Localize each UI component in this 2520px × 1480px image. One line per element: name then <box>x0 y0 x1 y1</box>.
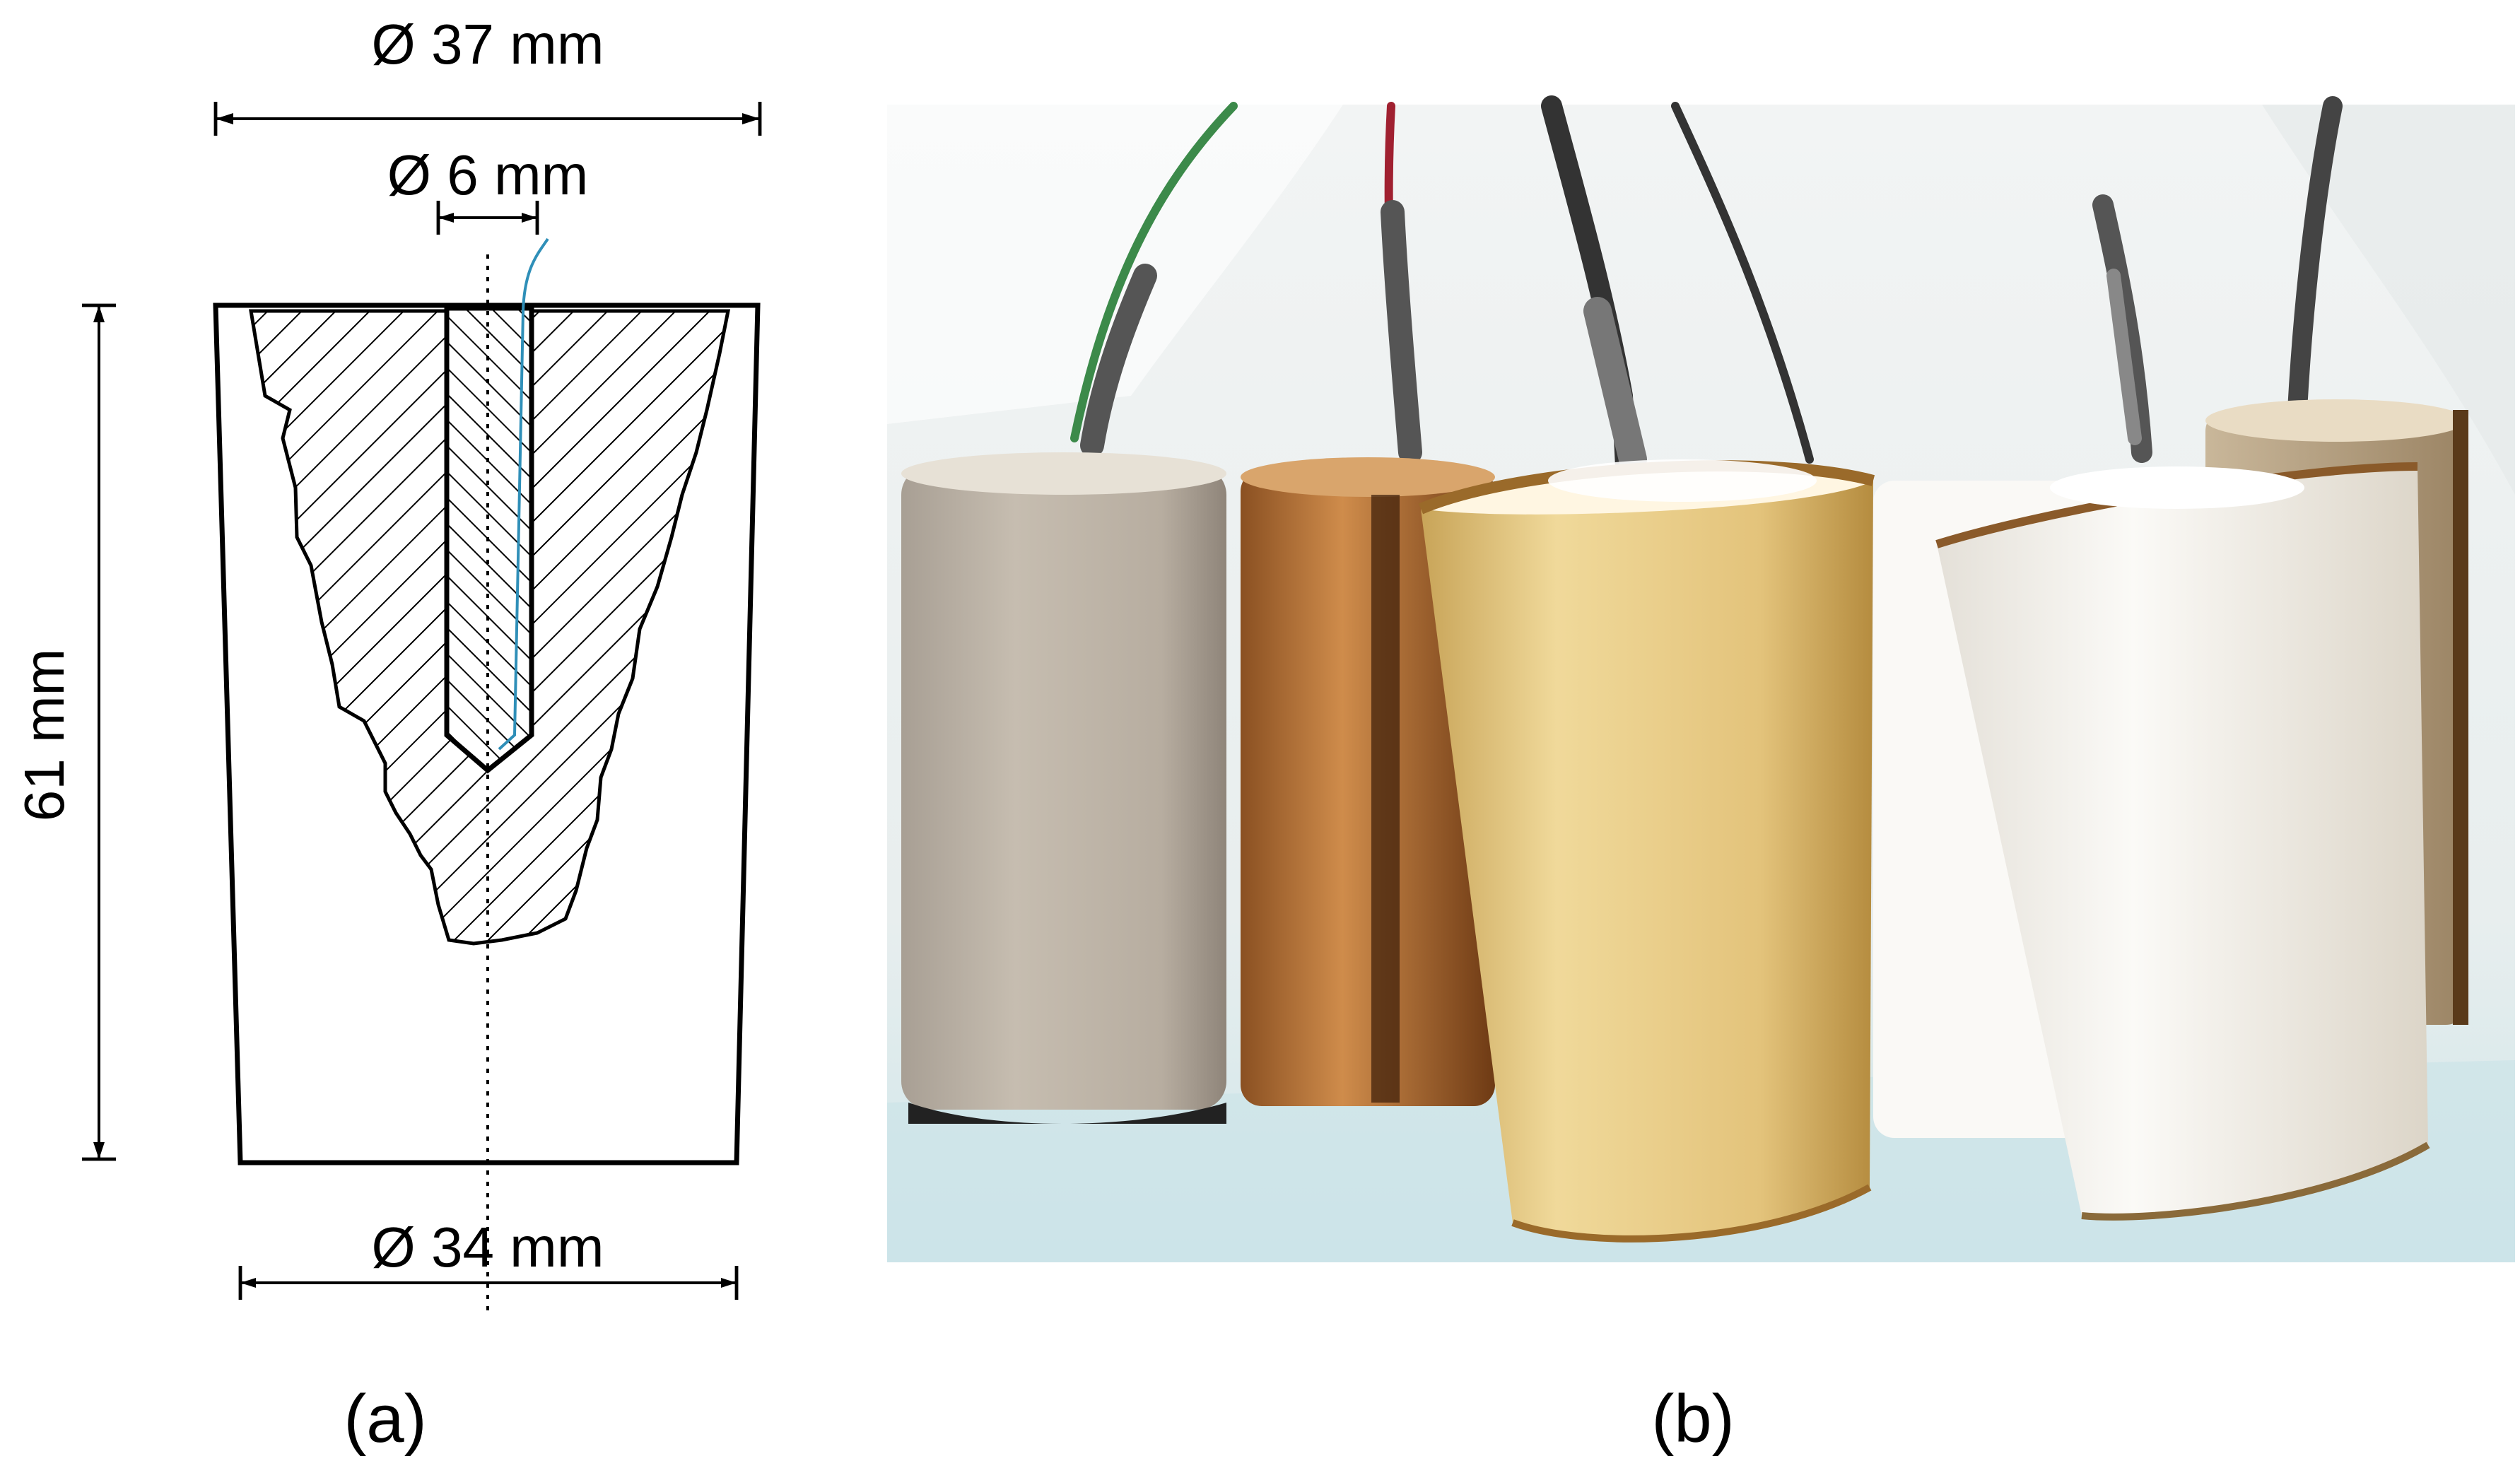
inner-diameter-dimension: Ø 6 mm <box>387 143 588 235</box>
specimen-grey <box>901 452 1226 1124</box>
panel-b-caption: (b) <box>1651 1381 1734 1457</box>
cables <box>1070 95 2343 477</box>
top-diameter-label: Ø 37 mm <box>372 13 604 76</box>
specimen-brown <box>1241 457 1495 1106</box>
wire-black-2 <box>1671 102 1814 464</box>
sensor-wire <box>498 237 549 751</box>
bottom-diameter-dimension: Ø 34 mm <box>238 1216 739 1300</box>
height-label: 61 mm <box>13 649 76 822</box>
specimen-yellow <box>1418 459 1875 1243</box>
bottom-diameter-label: Ø 34 mm <box>372 1216 604 1279</box>
top-diameter-dimension: Ø 37 mm <box>213 13 762 136</box>
height-dimension: 61 mm <box>13 303 116 1161</box>
specimen-white <box>1935 462 2430 1221</box>
panel-b-photo: (b) <box>887 95 2515 1457</box>
panel-a-caption: (a) <box>344 1381 426 1457</box>
wire-grey-4 <box>2287 96 2343 420</box>
panel-a-drawing: Ø 37 mm Ø 6 mm 61 mm <box>13 13 762 1457</box>
inner-diameter-label: Ø 6 mm <box>387 143 588 206</box>
wire-green <box>1070 102 1238 442</box>
